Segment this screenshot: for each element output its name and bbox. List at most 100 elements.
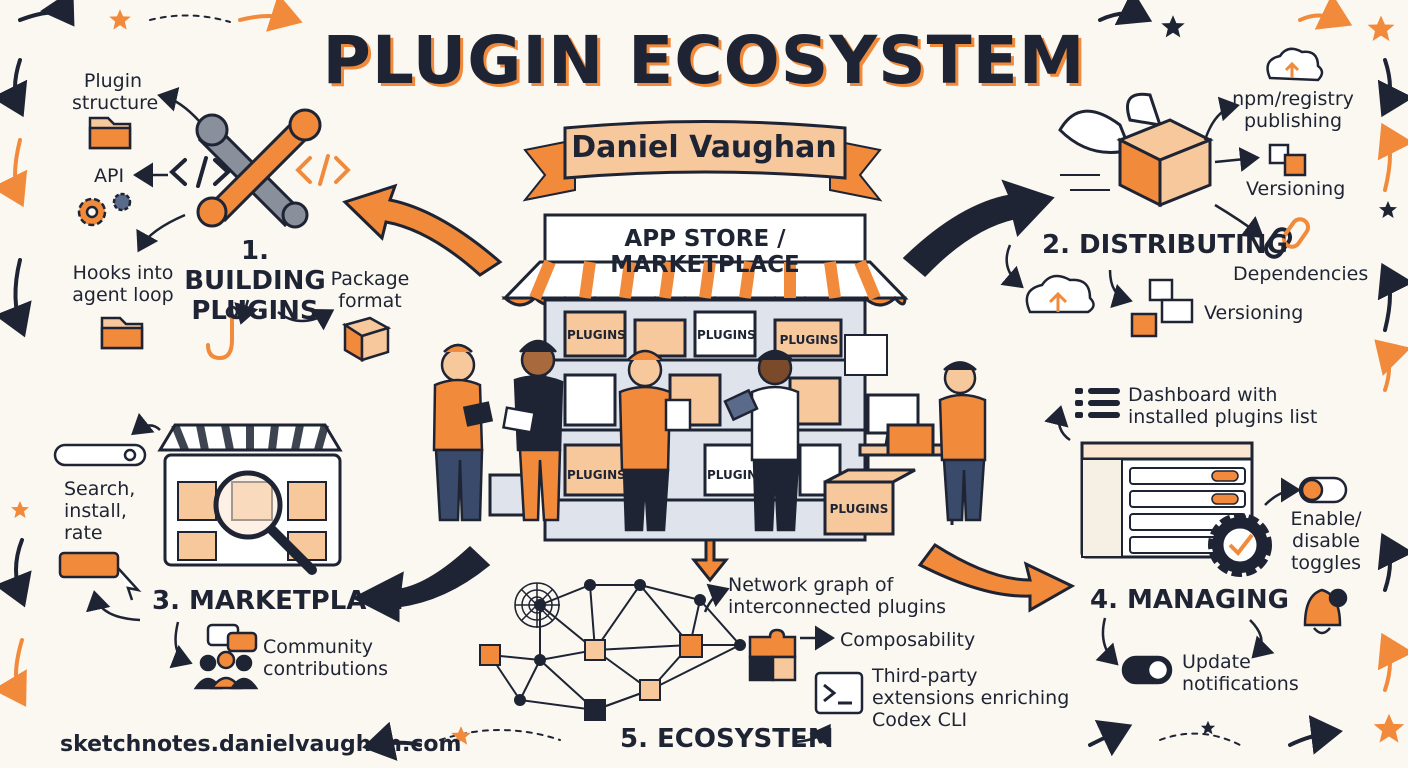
cloud-upload-icon xyxy=(1025,274,1095,314)
chat-bubbles-icon xyxy=(206,623,258,653)
plugins-box-label: PLUGINS xyxy=(567,468,626,482)
hooks-label: Hooks into agent loop xyxy=(68,262,178,306)
marketplace-heading: 3. MARKETPLACE xyxy=(152,586,404,616)
package-format-label: Package format xyxy=(328,268,412,312)
toggle-icon xyxy=(1121,655,1173,685)
marketplace-arrows xyxy=(85,412,193,669)
footer-url-link[interactable]: sketchnotes.danielvaughan.com xyxy=(60,732,462,757)
plugins-box-label: PLUGINS xyxy=(567,328,626,342)
person-1 xyxy=(432,343,494,522)
plugins-box-label: PLUGINS xyxy=(707,468,766,482)
npm-line1: npm/registry xyxy=(1232,88,1354,110)
search-install-rate-label: Search, install, rate xyxy=(64,478,135,544)
bell-icon xyxy=(1303,588,1348,635)
list-icon xyxy=(1075,388,1120,418)
spiderweb-icon xyxy=(514,582,560,628)
update-notifications-label: Update notifications xyxy=(1182,651,1299,695)
author-name: Daniel Vaughan xyxy=(571,130,837,165)
gear-icon xyxy=(1208,513,1272,577)
third-line1: Third-party xyxy=(872,665,978,687)
dashboard-window-icon xyxy=(1080,441,1254,559)
package-line2: format xyxy=(338,290,402,312)
toggles-line3: toggles xyxy=(1290,552,1362,574)
toggles-line2: disable xyxy=(1292,530,1360,552)
toggles-line1: Enable/ xyxy=(1290,508,1362,530)
dashboard-line2: installed plugins list xyxy=(1128,406,1318,428)
network-line1: Network graph of xyxy=(728,574,894,596)
building-arrows xyxy=(133,87,335,331)
community-line1: Community xyxy=(263,636,373,658)
community-label: Community contributions xyxy=(263,636,388,680)
update-line2: notifications xyxy=(1182,673,1299,695)
network-graph-label: Network graph of interconnected plugins xyxy=(728,574,946,618)
building-heading: 1. BUILDING PLUGINS xyxy=(170,236,340,326)
chain-link-icon xyxy=(1263,217,1311,259)
package-box-icon xyxy=(341,316,392,363)
section-arrows xyxy=(342,179,1076,623)
distributing-heading: 2. DISTRIBUTING xyxy=(1042,230,1288,260)
person-3 xyxy=(618,349,692,532)
winged-box-icon xyxy=(1058,92,1214,208)
hooks-line1: Hooks into xyxy=(72,262,174,284)
plugin-structure-line2: structure xyxy=(72,92,159,114)
magnifier-icon xyxy=(213,470,317,575)
third-party-label: Third-party extensions enriching Codex C… xyxy=(872,665,1069,731)
building-heading-line1: 1. BUILDING xyxy=(184,236,326,296)
search-line3: rate xyxy=(64,522,103,544)
terminal-icon xyxy=(814,671,864,715)
dashboard-line1: Dashboard with xyxy=(1128,384,1278,406)
dependencies-label: Dependencies xyxy=(1233,263,1369,285)
folder-icon xyxy=(100,316,144,350)
toggle-icon xyxy=(1298,476,1348,504)
store-sign: APP STORE / MARKETPLACE xyxy=(610,226,800,278)
plugin-structure-line1: Plugin xyxy=(83,70,143,92)
managing-heading: 4. MANAGING xyxy=(1090,585,1290,615)
author-ribbon xyxy=(522,120,883,202)
third-line3: Codex CLI xyxy=(872,709,968,731)
network-line2: interconnected plugins xyxy=(728,596,947,618)
npm-label: npm/registry publishing xyxy=(1228,88,1358,132)
composability-label: Composability xyxy=(840,629,976,651)
package-line1: Package xyxy=(330,268,410,290)
storefront-icon xyxy=(157,423,343,567)
puzzle-icon xyxy=(748,628,797,682)
plugin-structure-label: Plugin structure xyxy=(72,70,159,114)
person-5 xyxy=(938,361,987,522)
person-4 xyxy=(723,349,800,532)
code-icon xyxy=(169,156,231,188)
people-icon xyxy=(193,650,259,690)
ecosystem-arrows xyxy=(703,583,835,748)
search-line2: install, xyxy=(64,500,127,522)
code-icon xyxy=(295,154,351,186)
dashboard-label: Dashboard with installed plugins list xyxy=(1128,384,1317,428)
search-bar-icon xyxy=(53,443,147,467)
building-heading-line2: PLUGINS xyxy=(191,296,319,326)
community-line2: contributions xyxy=(263,658,389,680)
version-blocks-icon xyxy=(1268,143,1307,177)
plugins-box-label: PLUGINS xyxy=(779,333,839,347)
plugins-box-label: PLUGINS xyxy=(697,328,756,342)
search-line1: Search, xyxy=(64,478,136,500)
hooks-line2: agent loop xyxy=(72,284,174,306)
update-line1: Update xyxy=(1182,651,1251,673)
gear-icon xyxy=(77,192,132,227)
npm-line2: publishing xyxy=(1243,110,1343,132)
network-nodes xyxy=(479,579,746,721)
wrench-icon xyxy=(195,108,322,229)
third-line2: extensions enriching xyxy=(872,687,1070,709)
plugins-box-label: PLUGINS xyxy=(829,502,889,516)
folder-icon xyxy=(88,116,132,150)
toggles-label: Enable/ disable toggles xyxy=(1288,508,1364,574)
api-label: API xyxy=(94,165,125,187)
distributing-arrows xyxy=(1000,96,1265,309)
install-button-icon xyxy=(58,551,142,601)
versioning-top-label: Versioning xyxy=(1246,178,1346,200)
cloud-upload-icon xyxy=(1266,47,1324,82)
version-blocks-icon xyxy=(1130,278,1194,338)
managing-arrows xyxy=(1044,405,1301,666)
person-2 xyxy=(502,339,564,522)
page-title: PLUGIN ECOSYSTEM xyxy=(322,22,1086,99)
ecosystem-heading: 5. ECOSYSTEM xyxy=(620,724,834,754)
